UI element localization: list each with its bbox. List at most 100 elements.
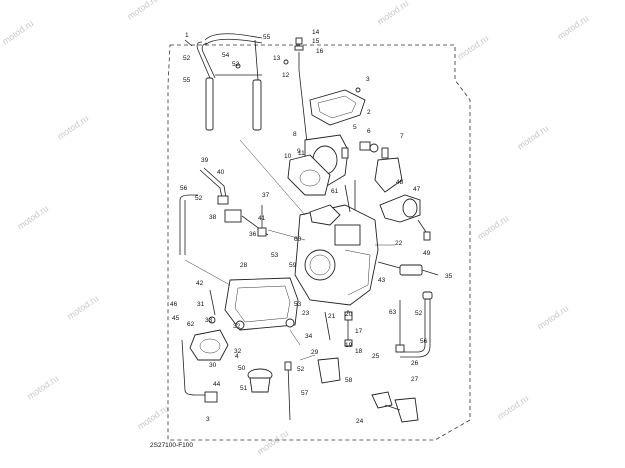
callout-label: 33: [205, 317, 213, 324]
watermark-text: motod.ru: [65, 293, 100, 322]
callout-label: 52: [232, 61, 240, 68]
callout-label: 38: [209, 214, 217, 221]
callout-label: 4: [235, 353, 239, 360]
callout-label: 34: [305, 333, 313, 340]
callout-label: 53: [294, 301, 302, 308]
callout-label: 62: [187, 321, 195, 328]
callout-label: 10: [284, 153, 292, 160]
callout-label: 43: [378, 277, 386, 284]
callout-label: 28: [240, 262, 248, 269]
callout-label: 7: [400, 133, 404, 140]
callout-label: 39: [201, 157, 209, 164]
vent-hose-group: [196, 33, 263, 131]
lever-parts: [359, 141, 403, 193]
sensor-parts: [317, 357, 419, 423]
callout-label: 61: [331, 188, 339, 195]
callout-label: 22: [395, 240, 403, 247]
callout-label: 29: [311, 349, 319, 356]
watermark-text: motod.ru: [515, 123, 550, 152]
callout-label: 63: [389, 309, 397, 316]
callout-label: 55: [263, 34, 271, 41]
callout-label: 52: [415, 310, 423, 317]
callout-label: 32: [233, 323, 241, 330]
callout-label: 24: [356, 418, 364, 425]
watermark-text: motod.ru: [475, 213, 510, 242]
watermark-text: motod.ru: [535, 303, 570, 332]
callout-label: 35: [445, 273, 453, 280]
callout-label: 20: [345, 311, 353, 318]
watermark-text: motod.ru: [135, 403, 170, 432]
callout-label: 17: [355, 328, 363, 335]
callout-label: 5: [353, 124, 357, 131]
callout-label: 52: [195, 195, 203, 202]
assembly-boundary: [167, 44, 471, 441]
callout-label: 14: [312, 29, 320, 36]
callout-label: 52: [183, 55, 191, 62]
callout-label: 56: [180, 185, 188, 192]
callout-label: 3: [206, 416, 210, 423]
callout-label: 57: [301, 390, 309, 397]
drain-hose-left: [179, 194, 198, 255]
callout-label: 53: [271, 252, 279, 259]
callout-label: 1: [185, 32, 189, 39]
callout-label: 59: [289, 262, 297, 269]
callout-label: 12: [282, 72, 290, 79]
watermark-text: motod.ru: [255, 428, 290, 457]
callout-label: 36: [249, 231, 257, 238]
watermark-text: motod.ru: [25, 373, 60, 402]
callout-label: 37: [262, 192, 270, 199]
callout-label: 26: [411, 360, 419, 367]
callout-label: 21: [328, 313, 336, 320]
callout-label: 8: [293, 131, 297, 138]
callout-label: 42: [196, 280, 204, 287]
carburetor-body: [294, 180, 379, 306]
leader-lines: [184, 139, 395, 361]
callout-label: 60: [294, 236, 302, 243]
callout-label: 18: [355, 348, 363, 355]
callout-label: 48: [396, 179, 404, 186]
watermark-layer: motod.ru motod.ru motod.ru motod.ru motod.ru…: [0, 0, 590, 457]
watermark-text: motod.ru: [0, 18, 35, 47]
callout-label: 11: [298, 150, 305, 157]
callout-label: 45: [172, 315, 180, 322]
watermark-text: motod.ru: [125, 0, 160, 22]
watermark-text: motod.ru: [55, 113, 90, 142]
callout-label: 49: [423, 250, 431, 257]
callout-label: 23: [302, 310, 310, 317]
callout-label: 41: [258, 215, 266, 222]
callout-label: 9: [297, 148, 301, 155]
float-assembly: [181, 329, 229, 403]
watermark-text: motod.ru: [15, 203, 50, 232]
callout-label: 31: [197, 301, 205, 308]
watermark-text: motod.ru: [455, 33, 490, 62]
callout-label: 25: [372, 353, 380, 360]
callout-label: 40: [217, 169, 225, 176]
callout-label: 50: [238, 365, 246, 372]
callout-label: 27: [411, 376, 419, 383]
watermark-text: motod.ru: [495, 393, 530, 422]
callout-label: 13: [273, 55, 281, 62]
callout-label: 47: [413, 186, 421, 193]
callout-label: 15: [312, 38, 320, 45]
pump-rod: [284, 361, 292, 421]
adjusting-screw: [377, 261, 439, 276]
throttle-valve-group: [287, 134, 349, 196]
callout-label: 30: [209, 362, 217, 369]
watermark-text: motod.ru: [375, 0, 410, 27]
callout-label: 52: [297, 366, 305, 373]
callout-label: 44: [213, 381, 221, 388]
callout-label: 3: [366, 76, 370, 83]
hot-starter-fitting: [199, 167, 229, 205]
drawing-code: 2S27100-F100: [150, 442, 193, 449]
watermark-text: motod.ru: [555, 13, 590, 42]
callout-label: 6: [367, 128, 371, 135]
callout-label: 19: [345, 342, 353, 349]
float-bowl: [224, 277, 299, 331]
callout-label: 51: [240, 385, 248, 392]
callout-label: 56: [420, 338, 428, 345]
accelerator-pump: [247, 368, 273, 393]
drain-hose-right: [400, 291, 433, 358]
